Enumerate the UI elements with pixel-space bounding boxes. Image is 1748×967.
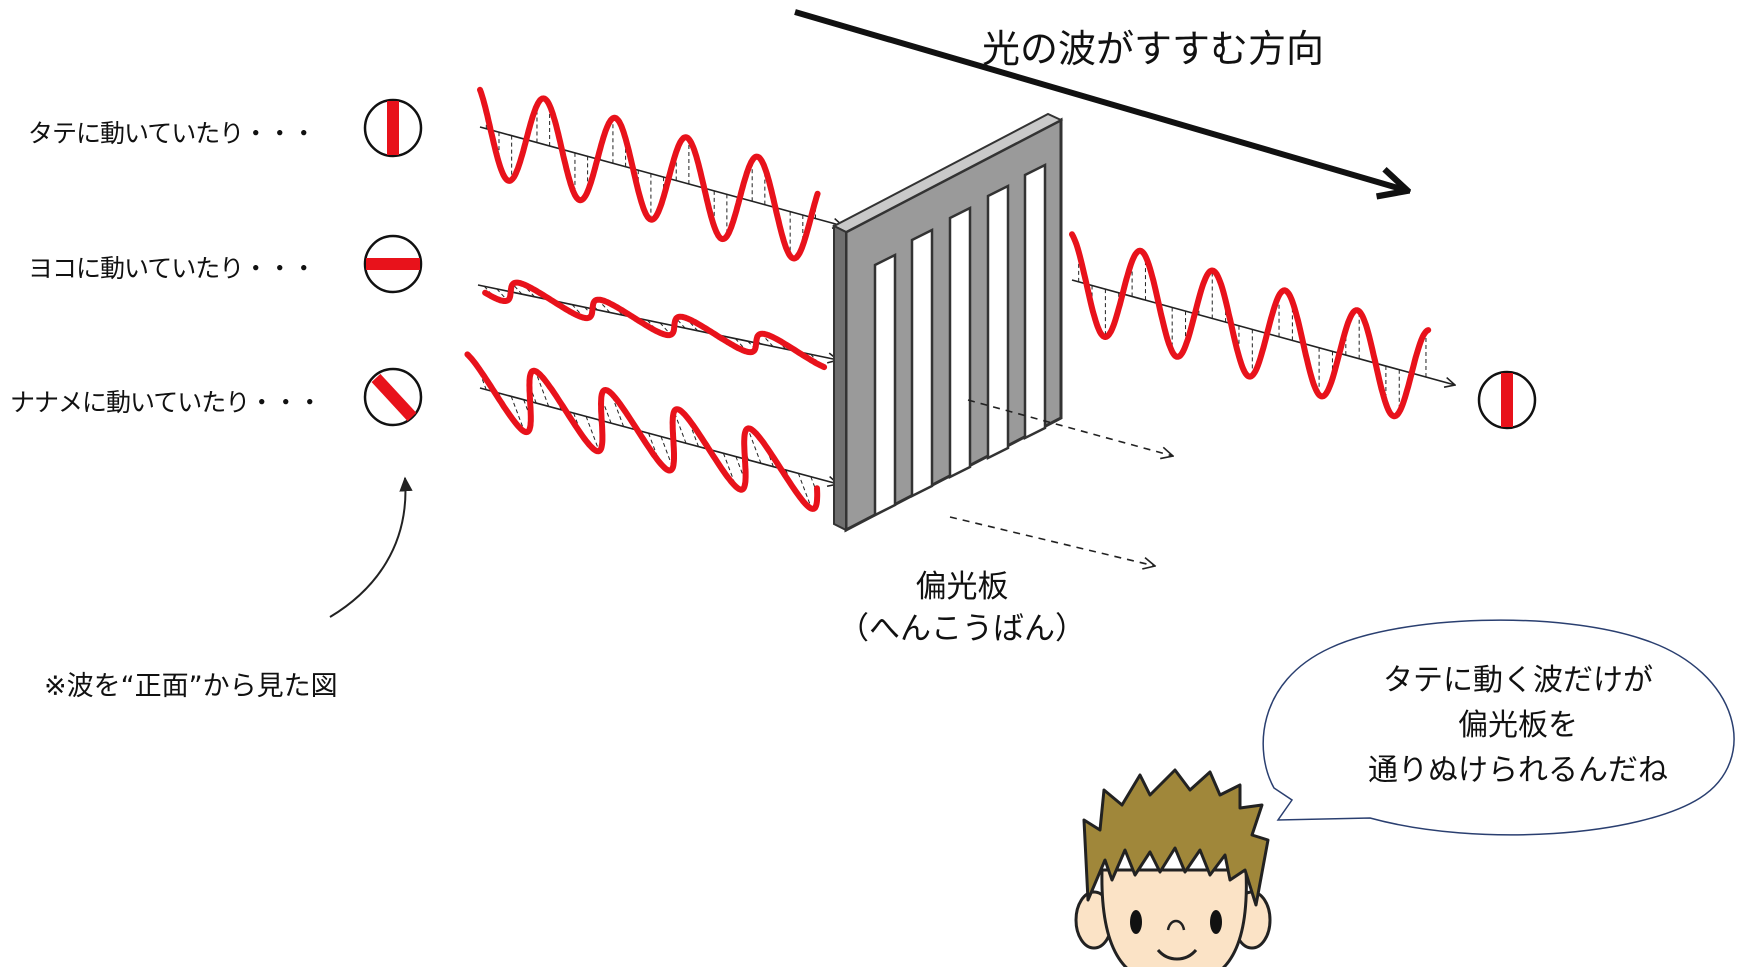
blocked-horizontal-arrow	[967, 399, 1173, 456]
wave-transmitted	[1069, 231, 1455, 420]
front-view-circle-icon	[363, 234, 423, 294]
boy-character-icon	[1074, 768, 1272, 967]
row-label-vertical: タテに動いていたり・・・	[28, 119, 316, 148]
front-view-note: ※波を“正面”から見た図	[44, 671, 338, 702]
wave-diagonal	[464, 351, 838, 512]
speech-bubble-text: タテに動く波だけが 偏光板を 通りぬけられるんだね	[1358, 658, 1678, 793]
front-view-circle-icon	[1477, 370, 1537, 430]
row-label-horizontal: ヨコに動いていたり・・・	[28, 254, 316, 283]
front-view-circle-icon	[363, 367, 423, 427]
polarizer-plate	[831, 112, 1064, 533]
speech-bubble-icon	[1262, 619, 1735, 836]
wave-horizontal	[477, 279, 838, 371]
speech-line: 偏光板を	[1458, 708, 1578, 743]
row-label-diagonal: ナナメに動いていたり・・・	[10, 388, 322, 417]
front-view-circle-icon	[363, 98, 423, 158]
polarizer-reading: （へんこうばん）	[838, 611, 1086, 647]
wave-vertical	[477, 86, 843, 262]
speech-line: 通りぬけられるんだね	[1368, 753, 1668, 788]
curved-arrow-icon	[329, 476, 413, 618]
speech-line: タテに動く波だけが	[1383, 663, 1653, 698]
blocked-diagonal-arrow	[949, 516, 1155, 566]
propagation-direction-label: 光の波がすすむ方向	[982, 27, 1325, 71]
polarizer-label: 偏光板 （へんこうばん）	[832, 566, 1092, 650]
propagation-direction-arrow	[794, 9, 1405, 190]
polarizer-name: 偏光板	[915, 569, 1009, 605]
